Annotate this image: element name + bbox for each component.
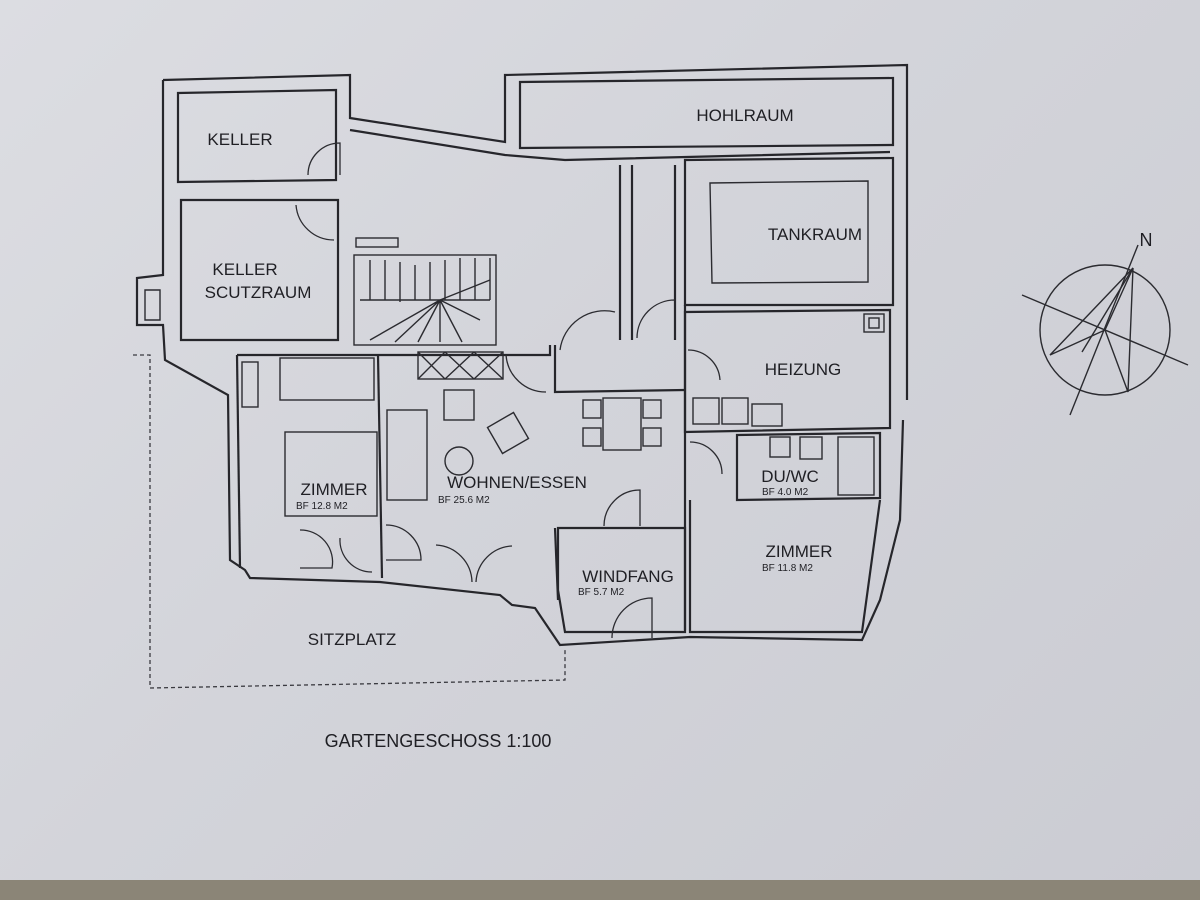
floor-plan: N KELLER KELLER SCUTZRAUM HOHLRAUM TANKR…: [133, 63, 1189, 751]
room-label-sitzplatz: SITZPLATZ: [308, 630, 396, 649]
staircase: [353, 237, 497, 346]
outer-walls: [135, 63, 909, 647]
room-label-zimmer-right: ZIMMER: [765, 542, 832, 561]
room-area-zimmer-left: BF 12.8 M2: [296, 501, 348, 512]
compass-label: N: [1140, 230, 1153, 250]
room-label-keller-scutzraum-line2: SCUTZRAUM: [205, 283, 312, 302]
interior-walls: [235, 305, 687, 630]
room-area-du-wc: BF 4.0 M2: [762, 487, 809, 498]
sitzplatz-outline: [133, 354, 566, 689]
room-label-tankraum: TANKRAUM: [768, 225, 862, 244]
room-area-wohnen-essen: BF 25.6 M2: [438, 495, 490, 506]
room-label-keller-scutzraum-line1: KELLER: [212, 260, 277, 279]
bedroom-furniture: [241, 357, 378, 517]
du-wc-room: [735, 431, 882, 502]
room-area-windfang: BF 5.7 M2: [578, 587, 625, 598]
shaft: [618, 165, 677, 340]
room-label-windfang: WINDFANG: [582, 567, 674, 586]
north-compass: [1021, 244, 1189, 416]
tankraum-room: [683, 156, 895, 307]
room-label-heizung: HEIZUNG: [765, 360, 842, 379]
room-label-hohlraum: HOHLRAUM: [696, 106, 793, 125]
room-label-du-wc: DU/WC: [761, 467, 819, 486]
zimmer-right-room: [688, 499, 882, 634]
door-swings: [295, 142, 723, 639]
plan-title: GARTENGESCHOSS 1:100: [325, 731, 552, 751]
room-label-keller: KELLER: [207, 130, 272, 149]
table-surface: [0, 880, 1200, 900]
room-area-zimmer-right: BF 11.8 M2: [762, 563, 813, 574]
room-label-wohnen-essen: WOHNEN/ESSEN: [447, 473, 587, 492]
living-furniture: [386, 389, 662, 501]
room-label-zimmer-left: ZIMMER: [300, 480, 367, 499]
kitchen-unit: [417, 351, 504, 380]
